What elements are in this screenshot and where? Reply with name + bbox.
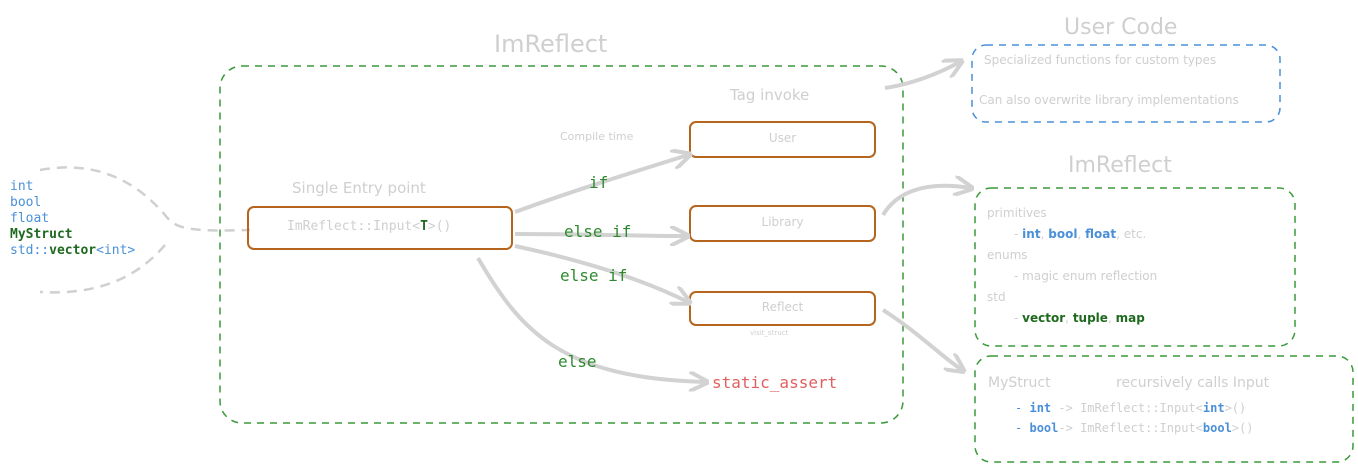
- input-type-float: float: [10, 211, 50, 226]
- member-bool-type: bool: [1029, 421, 1059, 435]
- tag-invoke-label: Tag invoke: [730, 86, 810, 104]
- member-int-dash: -: [1015, 401, 1023, 415]
- input-type-bool: bool: [10, 195, 42, 210]
- std-sep-2: ,: [1107, 311, 1112, 325]
- member-bool-dash: -: [1015, 421, 1023, 435]
- entry-label: Single Entry point: [292, 179, 426, 197]
- input-type-list: int bool float MyStruct std::vector<int>: [10, 179, 135, 259]
- reflect-panel: [974, 355, 1354, 463]
- primitives-sep-3: ,: [1116, 227, 1120, 241]
- user-code-panel: [971, 44, 1281, 123]
- imreflect-container: [219, 65, 904, 424]
- primitives-sep-1: ,: [1040, 227, 1045, 241]
- input-type-mystruct: MyStruct: [10, 227, 73, 242]
- condition-else-if-reflect: else if: [560, 266, 628, 285]
- vector-lt: <: [96, 243, 104, 258]
- library-panel: [974, 187, 1296, 347]
- library-panel-content: primitives - int, bool, float, etc. enum…: [987, 203, 1157, 329]
- arrow-else: [476, 256, 705, 382]
- primitives-etc: etc.: [1123, 227, 1147, 241]
- reflect-sublabel: visit_struct: [750, 329, 789, 337]
- primitive-bool: bool: [1048, 227, 1078, 241]
- member-int-arrow: ->: [1051, 401, 1081, 415]
- user-box: [689, 121, 876, 158]
- vector-arg: int: [103, 243, 128, 258]
- condition-if: if: [589, 173, 609, 192]
- member-bool-arrow: ->: [1058, 421, 1081, 435]
- condition-else: else: [558, 352, 597, 371]
- primitives-heading: primitives: [987, 206, 1047, 220]
- std-dash: -: [1014, 311, 1019, 325]
- input-bracket: [39, 166, 251, 294]
- enums-line: - magic enum reflection: [1014, 269, 1158, 283]
- reflect-member-bool: - bool-> ImReflect::Input<bool>(): [1015, 421, 1253, 435]
- enums-heading: enums: [987, 248, 1028, 262]
- main-title: ImReflect: [494, 30, 608, 58]
- arrow-to-library-panel: [881, 186, 970, 217]
- member-int-type: int: [1029, 401, 1052, 415]
- library-box-label: Library: [761, 215, 804, 229]
- std-line: - vector, tuple, map: [987, 308, 1157, 329]
- primitives-sep-2: ,: [1077, 227, 1082, 241]
- entry-func-suffix: >(): [427, 219, 452, 234]
- entry-function: ImReflect::Input<T>(): [287, 219, 451, 234]
- user-code-title: User Code: [1064, 15, 1178, 40]
- member-int-call-prefix: ImReflect::Input<: [1080, 401, 1203, 415]
- arrow-else-if-reflect: [514, 244, 688, 302]
- arrow-to-user-code: [884, 62, 960, 90]
- member-bool-call-prefix: ImReflect::Input<: [1080, 421, 1203, 435]
- std-heading: std: [987, 290, 1006, 304]
- vector-name: vector: [49, 243, 97, 258]
- primitive-int: int: [1022, 227, 1041, 241]
- primitive-float: float: [1085, 227, 1117, 241]
- user-box-label: User: [768, 131, 797, 145]
- member-bool-call-suffix: >(): [1231, 421, 1254, 435]
- library-panel-title: ImReflect: [1068, 153, 1172, 178]
- user-code-line-2: Can also overwrite library implementatio…: [979, 93, 1239, 107]
- std-map: map: [1115, 311, 1145, 325]
- input-type-vector: std::vector<int>: [10, 243, 135, 259]
- reflect-box-label: Reflect: [761, 300, 804, 314]
- reflect-struct-name: MyStruct: [988, 375, 1051, 391]
- arrow-to-reflect-panel: [881, 308, 962, 370]
- condition-else-if-library: else if: [564, 222, 632, 241]
- std-vector: vector: [1022, 311, 1066, 325]
- vector-namespace: std::: [10, 243, 50, 258]
- reflect-note: recursively calls Input: [1116, 375, 1270, 391]
- reflect-box: [689, 291, 876, 326]
- arrow-else-if-library: [514, 234, 686, 236]
- reflect-member-int: - int -> ImReflect::Input<int>(): [1015, 401, 1246, 415]
- input-type-int: int: [10, 179, 34, 194]
- member-int-call-suffix: >(): [1224, 401, 1247, 415]
- member-bool-call-type: bool: [1202, 421, 1232, 435]
- entry-func-prefix: ImReflect::Input<: [287, 219, 421, 234]
- std-sep-1: ,: [1065, 311, 1069, 325]
- member-int-call-type: int: [1202, 401, 1225, 415]
- compile-time-label: Compile time: [560, 130, 634, 143]
- entry-func-type: T: [420, 219, 428, 234]
- vector-gt: >: [127, 243, 136, 258]
- entry-box: [247, 206, 513, 250]
- static-assert-label: static_assert: [712, 373, 838, 392]
- arrow-if: [514, 155, 688, 214]
- primitives-line: - int, bool, float, etc.: [987, 224, 1157, 245]
- user-code-line-1: Specialized functions for custom types: [984, 53, 1217, 67]
- primitives-dash: -: [1014, 227, 1019, 241]
- library-box: [689, 205, 876, 242]
- std-tuple: tuple: [1072, 311, 1108, 325]
